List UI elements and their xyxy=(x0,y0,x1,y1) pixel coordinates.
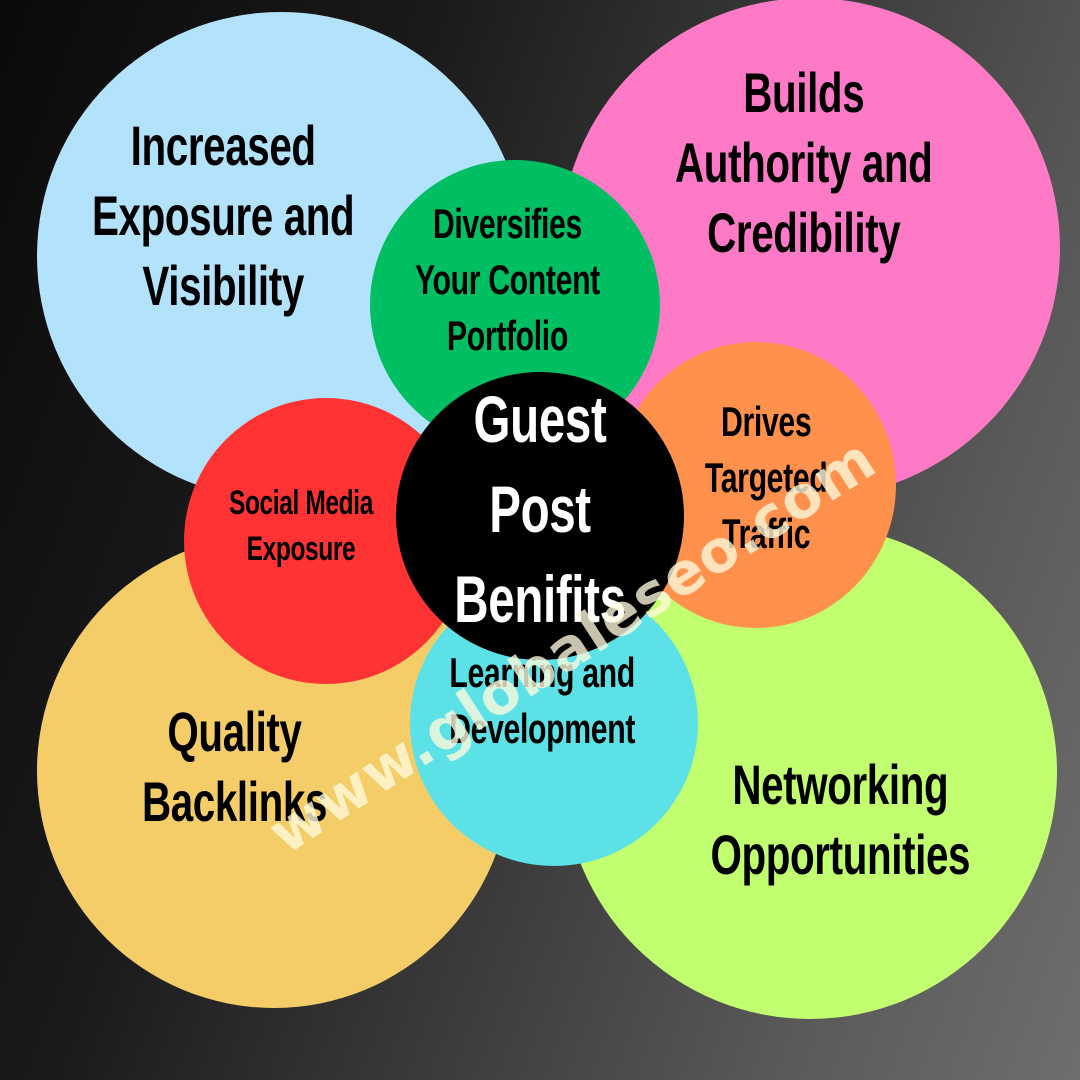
label-quality-backlinks: Quality Backlinks xyxy=(141,700,327,833)
label-builds-authority: Builds Authority and Credibility xyxy=(675,61,933,264)
label-increased-exposure: Increased Exposure and Visibility xyxy=(91,114,355,317)
label-diversifies-content: Diversifies Your Content Portfolio xyxy=(414,200,600,359)
circle-center-title: Guest Post Benifits xyxy=(396,372,684,660)
label-targeted-traffic: Drives Targeted Traffic xyxy=(704,398,828,557)
center-title: Guest Post Benifits xyxy=(454,382,626,636)
label-social-media: Social Media Exposure xyxy=(229,484,373,568)
label-networking: Networking Opportunities xyxy=(710,753,970,886)
